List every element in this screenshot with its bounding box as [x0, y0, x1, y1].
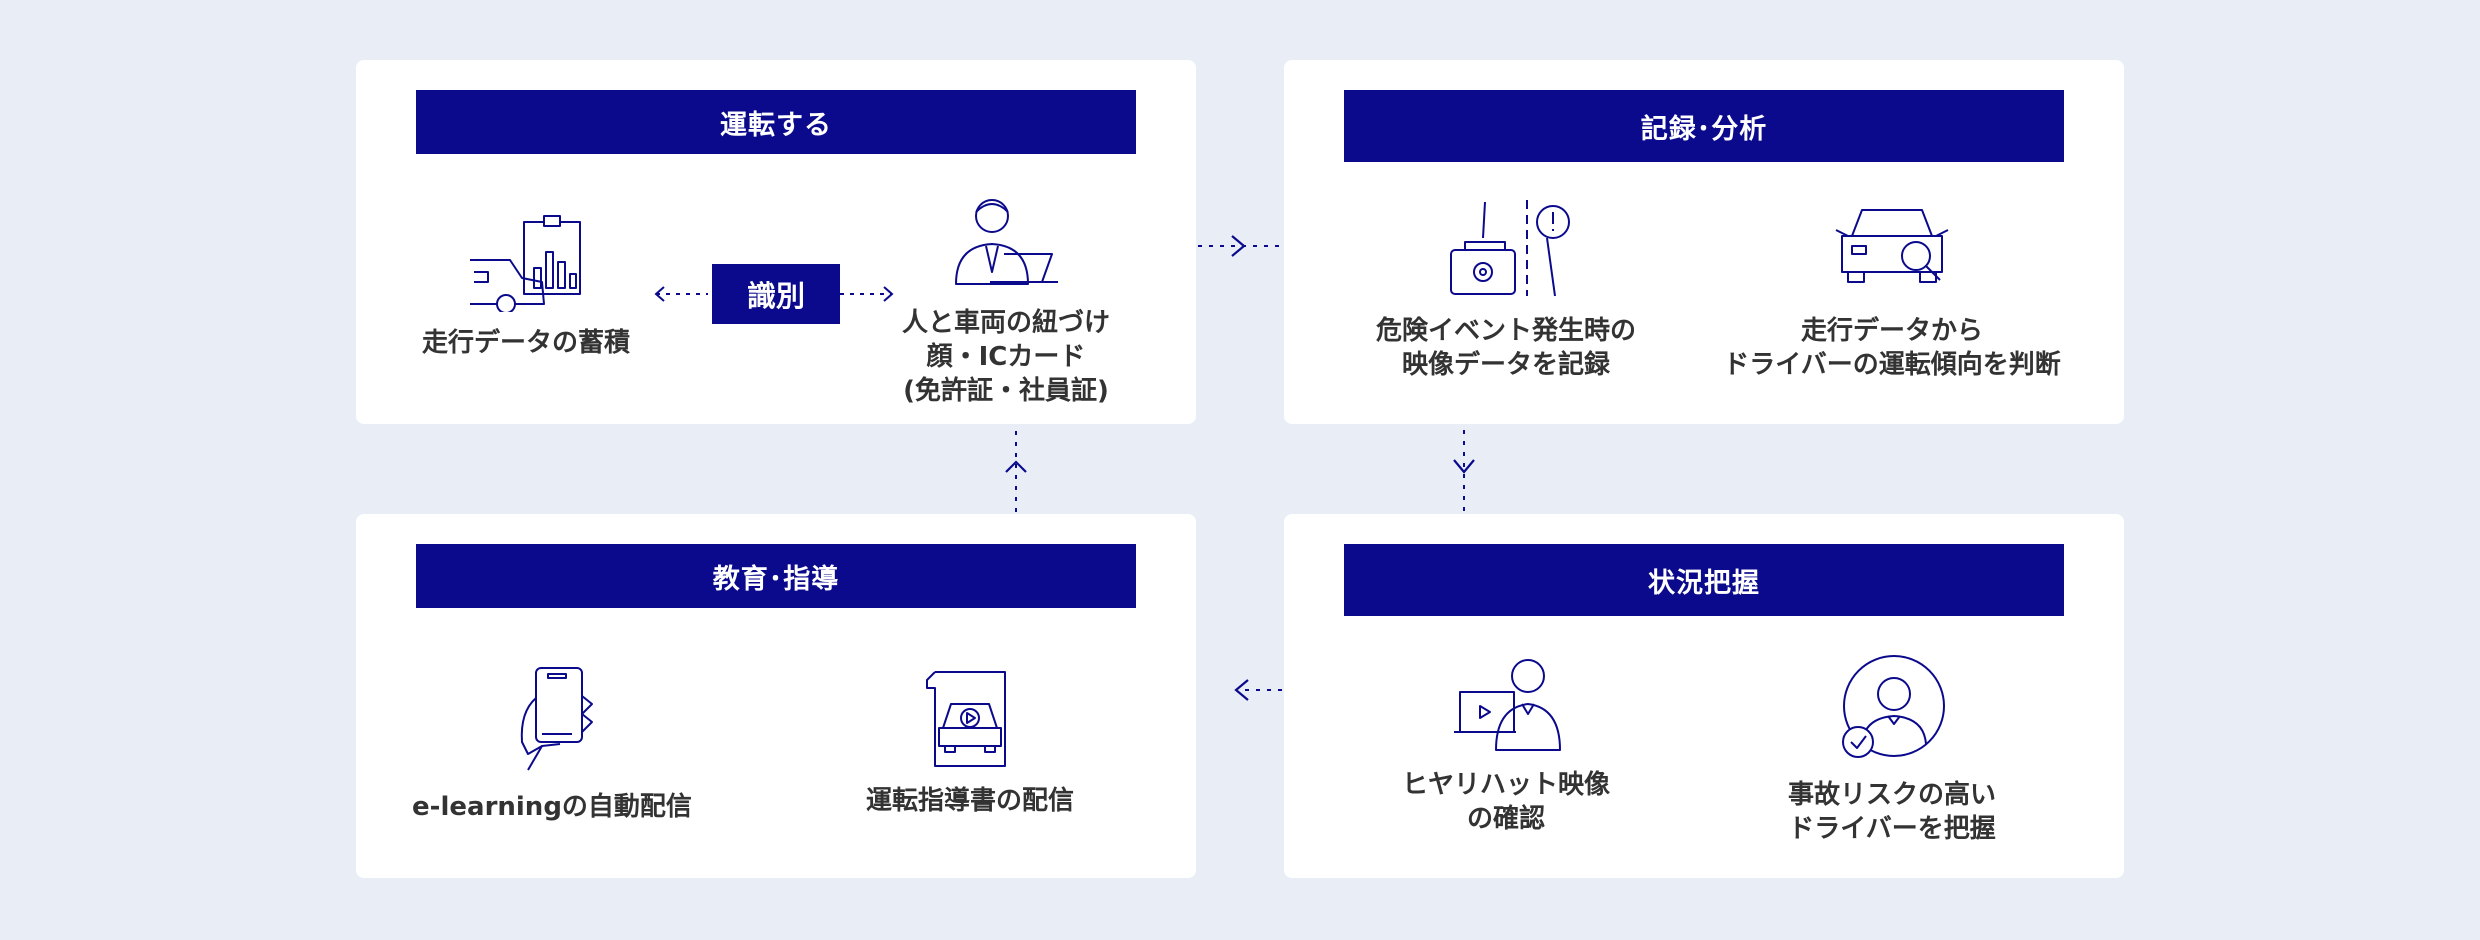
item-person-vehicle: 人と車両の紐づけ 顔・ICカード (免許証・社員証) — [816, 192, 1196, 408]
document-video-icon — [780, 670, 1160, 770]
item-caption: 運転指導書の配信 — [865, 786, 1074, 816]
item-elearning: e-learningの自動配信 — [362, 666, 742, 824]
identify-link — [654, 286, 894, 302]
panel-title-drive: 運転する — [416, 90, 1136, 154]
item-risk-driver: 事故リスクの高い ドライバーを把握 — [1702, 654, 2082, 846]
item-caption: ヒヤリハット映像 の確認 — [1401, 770, 1610, 834]
panel-title-record: 記録･分析 — [1344, 90, 2064, 162]
item-caption: e-learningの自動配信 — [412, 792, 692, 822]
item-guidance-doc: 運転指導書の配信 — [780, 670, 1160, 818]
panel-title-educate: 教育･指導 — [416, 544, 1136, 608]
panel-educate: 教育･指導 e-learningの自動配信 — [356, 514, 1196, 878]
item-driving-tendency: 走行データから ドライバーの運転傾向を判断 — [1702, 200, 2082, 382]
panel-title-status: 状況把握 — [1344, 544, 2064, 616]
item-caption: 走行データから ドライバーの運転傾向を判断 — [1723, 316, 2061, 380]
panel-drive: 運転する 走行データの蓄積 — [356, 60, 1196, 424]
item-caption: 走行データの蓄積 — [421, 328, 630, 358]
car-chart-icon — [336, 212, 716, 312]
driver-check-icon — [1702, 654, 2082, 764]
panel-record: 記録･分析 危険イベント発生時の 映像データを記録 — [1284, 60, 2124, 424]
item-driving-data: 走行データの蓄積 — [336, 212, 716, 360]
item-caption: 危険イベント発生時の 映像データを記録 — [1375, 316, 1636, 380]
smartphone-hand-icon — [362, 666, 742, 776]
dashcam-alert-icon — [1316, 200, 1696, 300]
item-near-miss: ヒヤリハット映像 の確認 — [1316, 654, 1696, 836]
panel-status: 状況把握 ヒヤリハット映像 の確認 — [1284, 514, 2124, 878]
identify-label: 識別 — [712, 264, 840, 324]
person-laptop-icon — [816, 192, 1196, 292]
car-inspect-icon — [1702, 200, 2082, 300]
item-caption: 事故リスクの高い ドライバーを把握 — [1787, 780, 1996, 844]
item-caption: 人と車両の紐づけ 顔・ICカード (免許証・社員証) — [901, 308, 1110, 406]
person-monitor-icon — [1316, 654, 1696, 754]
item-dashcam-record: 危険イベント発生時の 映像データを記録 — [1316, 200, 1696, 382]
